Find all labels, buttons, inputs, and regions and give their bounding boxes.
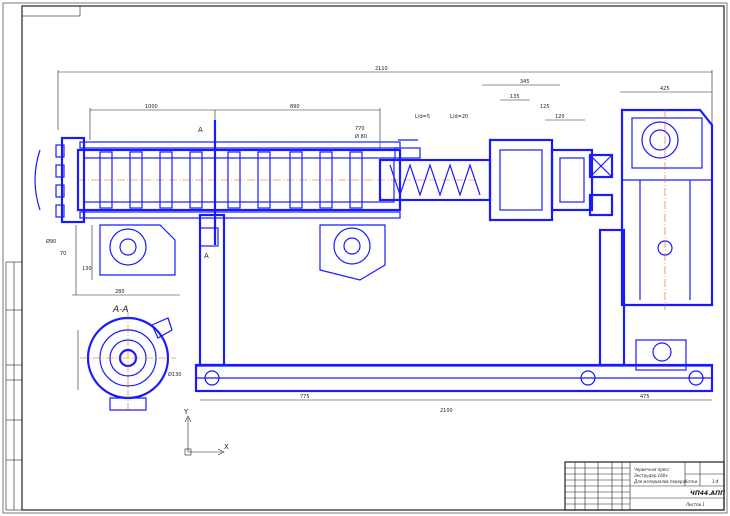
view-label-top: А: [198, 126, 203, 134]
dim-top-7: 125: [540, 104, 550, 110]
dim-left-phi1: Ø90: [46, 238, 56, 245]
title-line-2: Экструдер 160х: [633, 473, 668, 478]
callout-ld-5: L/d=5: [415, 114, 430, 120]
section-a-a-view: [77, 312, 176, 412]
left-dimensions: [72, 225, 180, 296]
callout-phi80: Ø 80: [355, 133, 367, 140]
view-label-bottom: А: [204, 252, 209, 260]
title-line-3: Для материалов переработки: [633, 479, 698, 484]
dim-top-4: 345: [520, 79, 530, 85]
callout-ld-20: L/d=20: [450, 114, 468, 120]
dim-left-1: 70: [60, 251, 66, 257]
dim-overall-top: 2110: [375, 66, 388, 72]
drawing-scale: 1:4: [712, 479, 719, 484]
dim-top-2: 890: [290, 104, 300, 110]
dim-bottom-2: 475: [640, 394, 650, 400]
left-stamp-column: [5, 261, 23, 511]
die-head: [34, 136, 86, 224]
callout-770: 770: [355, 126, 365, 132]
dim-left-2: 130: [82, 266, 92, 272]
dim-top-1: 1000: [145, 104, 158, 110]
dim-top-6: 120: [555, 114, 565, 120]
dim-overall-bottom: 2100: [440, 408, 453, 414]
sheet-inner-frame: [21, 5, 725, 511]
sheet-count: Листов 1: [685, 502, 705, 507]
axis-x-label: X: [224, 443, 229, 451]
fan-right: [319, 224, 386, 281]
dim-bottom-1: 775: [300, 394, 310, 400]
machine-frame: [194, 213, 714, 393]
dim-left-3: 280: [115, 289, 125, 295]
extruder-barrel: [76, 120, 480, 245]
top-left-tag-box: [21, 5, 81, 17]
section-marker-box: [199, 227, 219, 247]
drawing-code: ЧП44.АПП: [690, 490, 725, 497]
dim-top-3: 425: [660, 86, 670, 92]
screw-zone: [378, 138, 614, 222]
section-label: А-А: [112, 305, 129, 315]
title-line-1: Червячная пресс: [634, 467, 670, 472]
axis-y-label: Y: [183, 408, 189, 416]
top-dimension-lines: [57, 70, 713, 190]
title-block: [564, 461, 725, 511]
gearbox: [620, 108, 714, 371]
fan-left: [99, 224, 176, 276]
axis-gizmo: [184, 415, 225, 456]
dim-top-5: 135: [510, 94, 520, 100]
dim-left-phi2: Ø130: [168, 371, 181, 378]
